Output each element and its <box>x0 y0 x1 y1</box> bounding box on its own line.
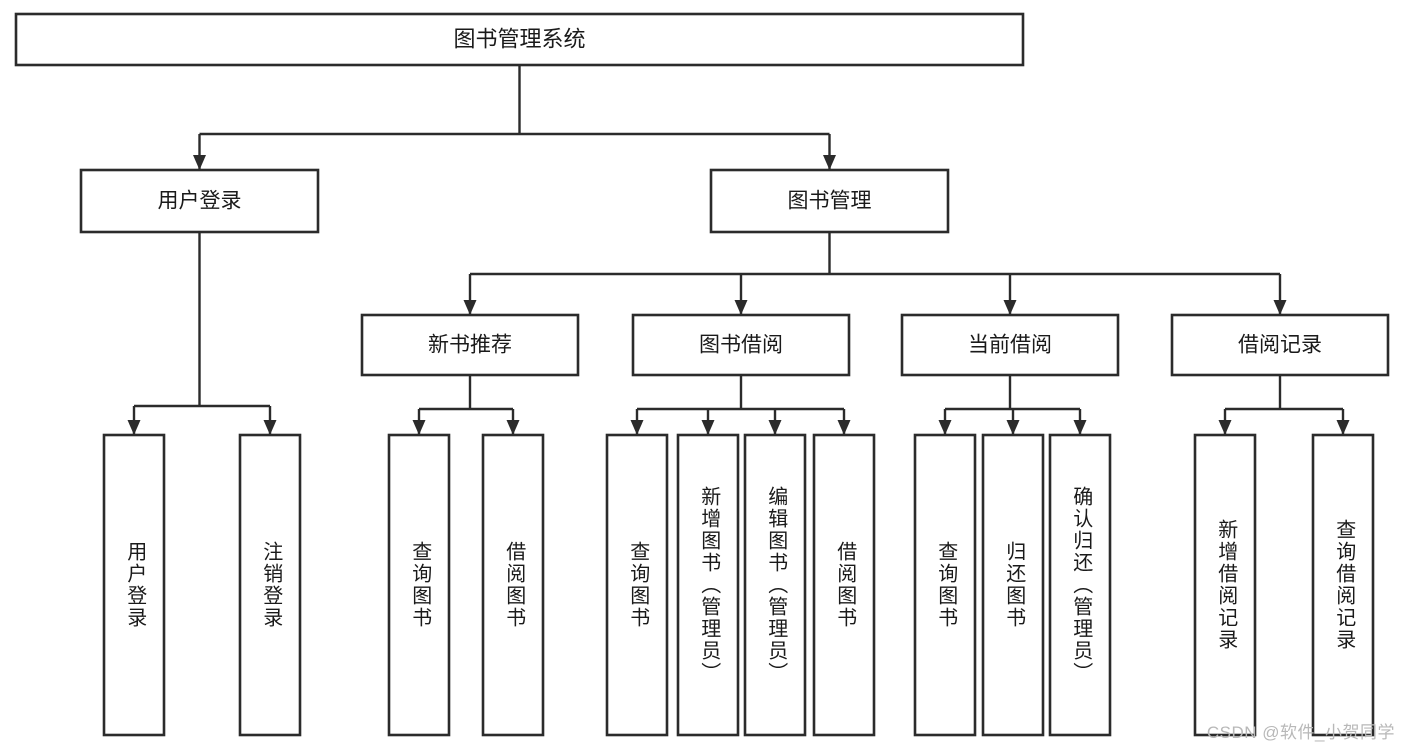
node-l3-借阅记录[interactable]: 借阅记录 <box>1170 313 1390 377</box>
leaf-用户登录-注销登录-1-rect[interactable] <box>238 433 302 737</box>
node-l3-借阅记录-label: 借阅记录 <box>1238 334 1322 357</box>
leaf-当前借阅-查询图书-8-rect[interactable] <box>913 433 977 737</box>
conn-yonghudenglu-branch-1-arrowhead <box>263 420 277 435</box>
node-l3-新书推荐-rect[interactable] <box>360 313 580 377</box>
conn-yonghudenglu-branch-0-arrowhead <box>127 420 141 435</box>
conn-l3-新书推荐-branch-1-arrowhead <box>506 420 520 435</box>
conn-root-branch-1-arrowhead <box>823 155 836 170</box>
leaf-新书推荐-借阅图书-3-rect[interactable] <box>481 433 545 737</box>
leaf-图书借阅-新增图书管理员-5-rect[interactable] <box>676 433 740 737</box>
node-root-图书管理系统-label: 图书管理系统 <box>453 26 585 51</box>
leaf-图书借阅-编辑图书管理员-6-rect[interactable] <box>743 433 807 737</box>
conn-tushuguanli-branch-3-arrowhead <box>1273 300 1287 315</box>
conn-tushuguanli-branch-2-arrowhead <box>1003 300 1017 315</box>
leaf-当前借阅-归还图书-9-rect[interactable] <box>981 433 1045 737</box>
leaf-当前借阅-确认归还管理员-10-rect[interactable] <box>1048 433 1112 737</box>
node-l3-图书借阅[interactable]: 图书借阅 <box>631 313 851 377</box>
node-l3-当前借阅-rect[interactable] <box>900 313 1120 377</box>
node-l3-图书借阅-rect[interactable] <box>631 313 851 377</box>
conn-l3-图书借阅-branch-2-arrowhead <box>768 420 782 435</box>
leaf-新书推荐-查询图书-2-rect[interactable] <box>387 433 451 737</box>
conn-l3-当前借阅-branch-1-arrowhead <box>1006 420 1020 435</box>
node-l2-图书管理-rect[interactable] <box>709 168 950 234</box>
leaf-用户登录-用户登录-0-rect[interactable] <box>102 433 166 737</box>
conn-l3-当前借阅-branch-0-arrowhead <box>938 420 952 435</box>
conn-root-branch-0-arrowhead <box>193 155 206 170</box>
leaf-图书借阅-借阅图书-7-rect[interactable] <box>812 433 876 737</box>
node-l2-用户登录-label: 用户登录 <box>158 190 242 213</box>
node-l3-新书推荐-label: 新书推荐 <box>428 334 512 357</box>
conn-l3-图书借阅-branch-3-arrowhead <box>837 420 851 435</box>
csdn-watermark: CSDN @软件_小贺同学 <box>1206 723 1395 742</box>
node-l2-用户登录[interactable]: 用户登录 <box>79 168 320 234</box>
node-l3-当前借阅-label: 当前借阅 <box>968 334 1052 357</box>
node-l3-新书推荐[interactable]: 新书推荐 <box>360 313 580 377</box>
conn-tushuguanli-branch-0-arrowhead <box>463 300 477 315</box>
leaf-图书借阅-查询图书-4-rect[interactable] <box>605 433 669 737</box>
connectors-layer <box>127 65 1350 435</box>
conn-l3-图书借阅-branch-0-arrowhead <box>630 420 644 435</box>
node-l3-当前借阅[interactable]: 当前借阅 <box>900 313 1120 377</box>
conn-l3-图书借阅-branch-1-arrowhead <box>701 420 715 435</box>
leaf-借阅记录-新增借阅记录-11-rect[interactable] <box>1193 433 1257 737</box>
conn-l3-借阅记录-branch-0-arrowhead <box>1218 420 1232 435</box>
node-root-图书管理系统-rect[interactable] <box>14 12 1025 67</box>
conn-l3-新书推荐-branch-0-arrowhead <box>412 420 426 435</box>
node-l2-图书管理[interactable]: 图书管理 <box>709 168 950 234</box>
conn-l3-借阅记录-branch-1-arrowhead <box>1336 420 1350 435</box>
node-l2-用户登录-rect[interactable] <box>79 168 320 234</box>
node-root-图书管理系统[interactable]: 图书管理系统 <box>14 12 1025 67</box>
conn-l3-当前借阅-branch-2-arrowhead <box>1073 420 1087 435</box>
node-l3-借阅记录-rect[interactable] <box>1170 313 1390 377</box>
conn-tushuguanli-branch-1-arrowhead <box>734 300 748 315</box>
node-l2-图书管理-label: 图书管理 <box>788 190 872 213</box>
leaf-借阅记录-查询借阅记录-12-rect[interactable] <box>1311 433 1375 737</box>
node-l3-图书借阅-label: 图书借阅 <box>699 334 783 357</box>
